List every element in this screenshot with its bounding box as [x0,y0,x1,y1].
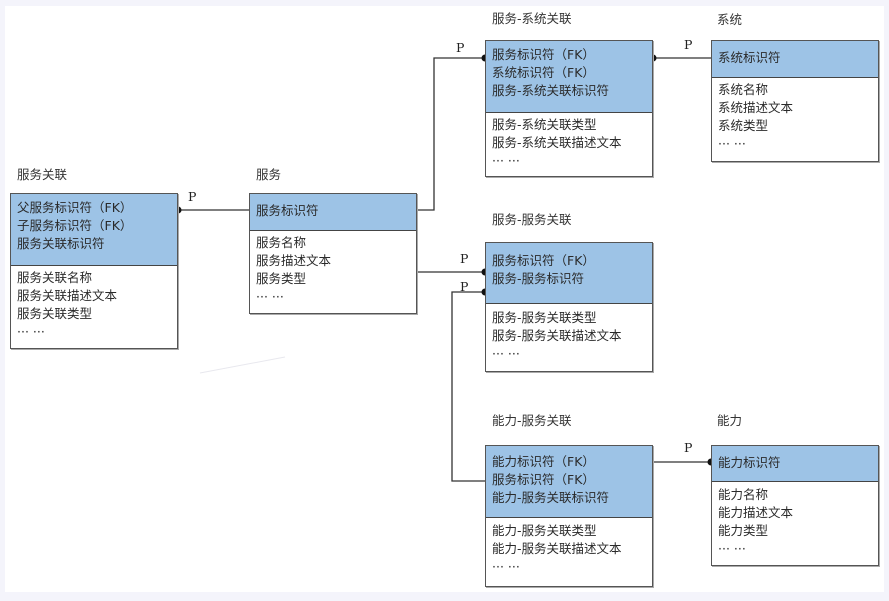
key-field: 能力-服务关联标识符 [492,490,610,505]
relationship-label: P [684,440,693,455]
relationship-label: P [460,251,469,266]
relationship-label: P [456,40,465,55]
entity-keys: 服务标识符 [250,194,416,231]
entity-keys: 服务标识符（FK） 系统标识符（FK） 服务-系统关联标识符 [486,41,652,113]
attribute-field: 服务关联名称 [17,270,93,285]
attribute-field: 服务关联描述文本 [17,288,118,303]
entity-service-association[interactable]: 父服务标识符（FK） 子服务标识符（FK） 服务关联标识符 服务关联名称 服务关… [10,193,178,349]
attribute-field: 服务描述文本 [256,253,332,268]
attribute-field: 能力名称 [718,487,769,502]
entity-attributes: 服务关联名称 服务关联描述文本 服务关联类型 ··· ··· [11,266,177,341]
attribute-field: 服务名称 [256,235,307,250]
key-field: 系统标识符 [718,50,781,65]
attribute-field: ··· ··· [256,289,284,304]
attribute-field: 服务类型 [256,271,307,286]
key-field: 服务-系统关联标识符 [492,83,610,98]
entity-title: 能力-服务关联 [492,413,572,428]
line-service-service-to-capability-service [451,291,485,482]
attribute-field: ··· ··· [492,559,520,574]
relationship-label: P [188,189,197,204]
attribute-field: 系统描述文本 [718,100,794,115]
key-field: 系统标识符（FK） [492,65,595,80]
attribute-field: 能力描述文本 [718,505,794,520]
entity-title: 服务 [256,167,282,182]
key-field: 服务标识符（FK） [492,253,595,268]
entity-keys: 能力标识符 [712,446,878,482]
entity-keys: 服务标识符（FK） 服务-服务标识符 [486,243,652,304]
entity-service[interactable]: 服务标识符 服务名称 服务描述文本 服务类型 ··· ··· [249,193,417,314]
key-field: 服务标识符 [256,203,319,218]
entity-capability-service-association[interactable]: 能力标识符（FK） 服务标识符（FK） 能力-服务关联标识符 能力-服务关联类型… [485,445,653,587]
attribute-field: 能力类型 [718,523,769,538]
entity-system[interactable]: 系统标识符 系统名称 系统描述文本 系统类型 ··· ··· [711,40,879,162]
attribute-field: 服务-服务关联描述文本 [492,328,622,343]
key-field: 服务关联标识符 [17,236,105,251]
entity-attributes: 服务-系统关联类型 服务-系统关联描述文本 ··· ··· [486,113,652,170]
attribute-field: 系统类型 [718,118,769,133]
entity-service-system-association[interactable]: 服务标识符（FK） 系统标识符（FK） 服务-系统关联标识符 服务-系统关联类型… [485,40,653,177]
entity-keys: 能力标识符（FK） 服务标识符（FK） 能力-服务关联标识符 [486,446,652,518]
line-service-to-service-system [417,57,485,211]
entity-title: 服务-服务关联 [492,212,572,227]
attribute-field: ··· ··· [718,541,746,556]
key-field: 能力标识符（FK） [492,454,595,469]
attribute-field: 服务关联类型 [17,306,93,321]
attribute-field: 系统名称 [718,82,769,97]
entity-attributes: 服务名称 服务描述文本 服务类型 ··· ··· [250,231,416,306]
entity-keys: 系统标识符 [712,41,878,78]
entity-title: 服务关联 [17,167,68,182]
faint-stray-line [199,356,286,374]
key-field: 子服务标识符（FK） [17,218,133,233]
entity-title: 系统 [717,12,743,27]
entity-attributes: 能力名称 能力描述文本 能力类型 ··· ··· [712,482,878,558]
entity-attributes: 能力-服务关联类型 能力-服务关联描述文本 ··· ··· [486,518,652,576]
attribute-field: ··· ··· [17,324,45,339]
attribute-field: ··· ··· [492,346,520,361]
key-field: 服务-服务标识符 [492,271,585,286]
key-field: 服务标识符（FK） [492,472,595,487]
entity-attributes: 服务-服务关联类型 服务-服务关联描述文本 ··· ··· [486,304,652,363]
relationship-label: P [460,279,469,294]
entity-attributes: 系统名称 系统描述文本 系统类型 ··· ··· [712,78,878,153]
key-field: 父服务标识符（FK） [17,200,133,215]
attribute-field: ··· ··· [718,136,746,151]
entity-keys: 父服务标识符（FK） 子服务标识符（FK） 服务关联标识符 [11,194,177,266]
key-field: 能力标识符 [718,455,781,470]
attribute-field: 能力-服务关联描述文本 [492,541,622,556]
attribute-field: 服务-系统关联类型 [492,117,597,132]
entity-service-service-association[interactable]: 服务标识符（FK） 服务-服务标识符 服务-服务关联类型 服务-服务关联描述文本… [485,242,653,372]
attribute-field: 服务-系统关联描述文本 [492,135,622,150]
relationship-label: P [684,37,693,52]
entity-capability[interactable]: 能力标识符 能力名称 能力描述文本 能力类型 ··· ··· [711,445,879,566]
attribute-field: 服务-服务关联类型 [492,310,597,325]
attribute-field: ··· ··· [492,153,520,168]
entity-title: 能力 [717,413,743,428]
entity-title: 服务-系统关联 [492,11,572,26]
key-field: 服务标识符（FK） [492,47,595,62]
attribute-field: 能力-服务关联类型 [492,523,597,538]
